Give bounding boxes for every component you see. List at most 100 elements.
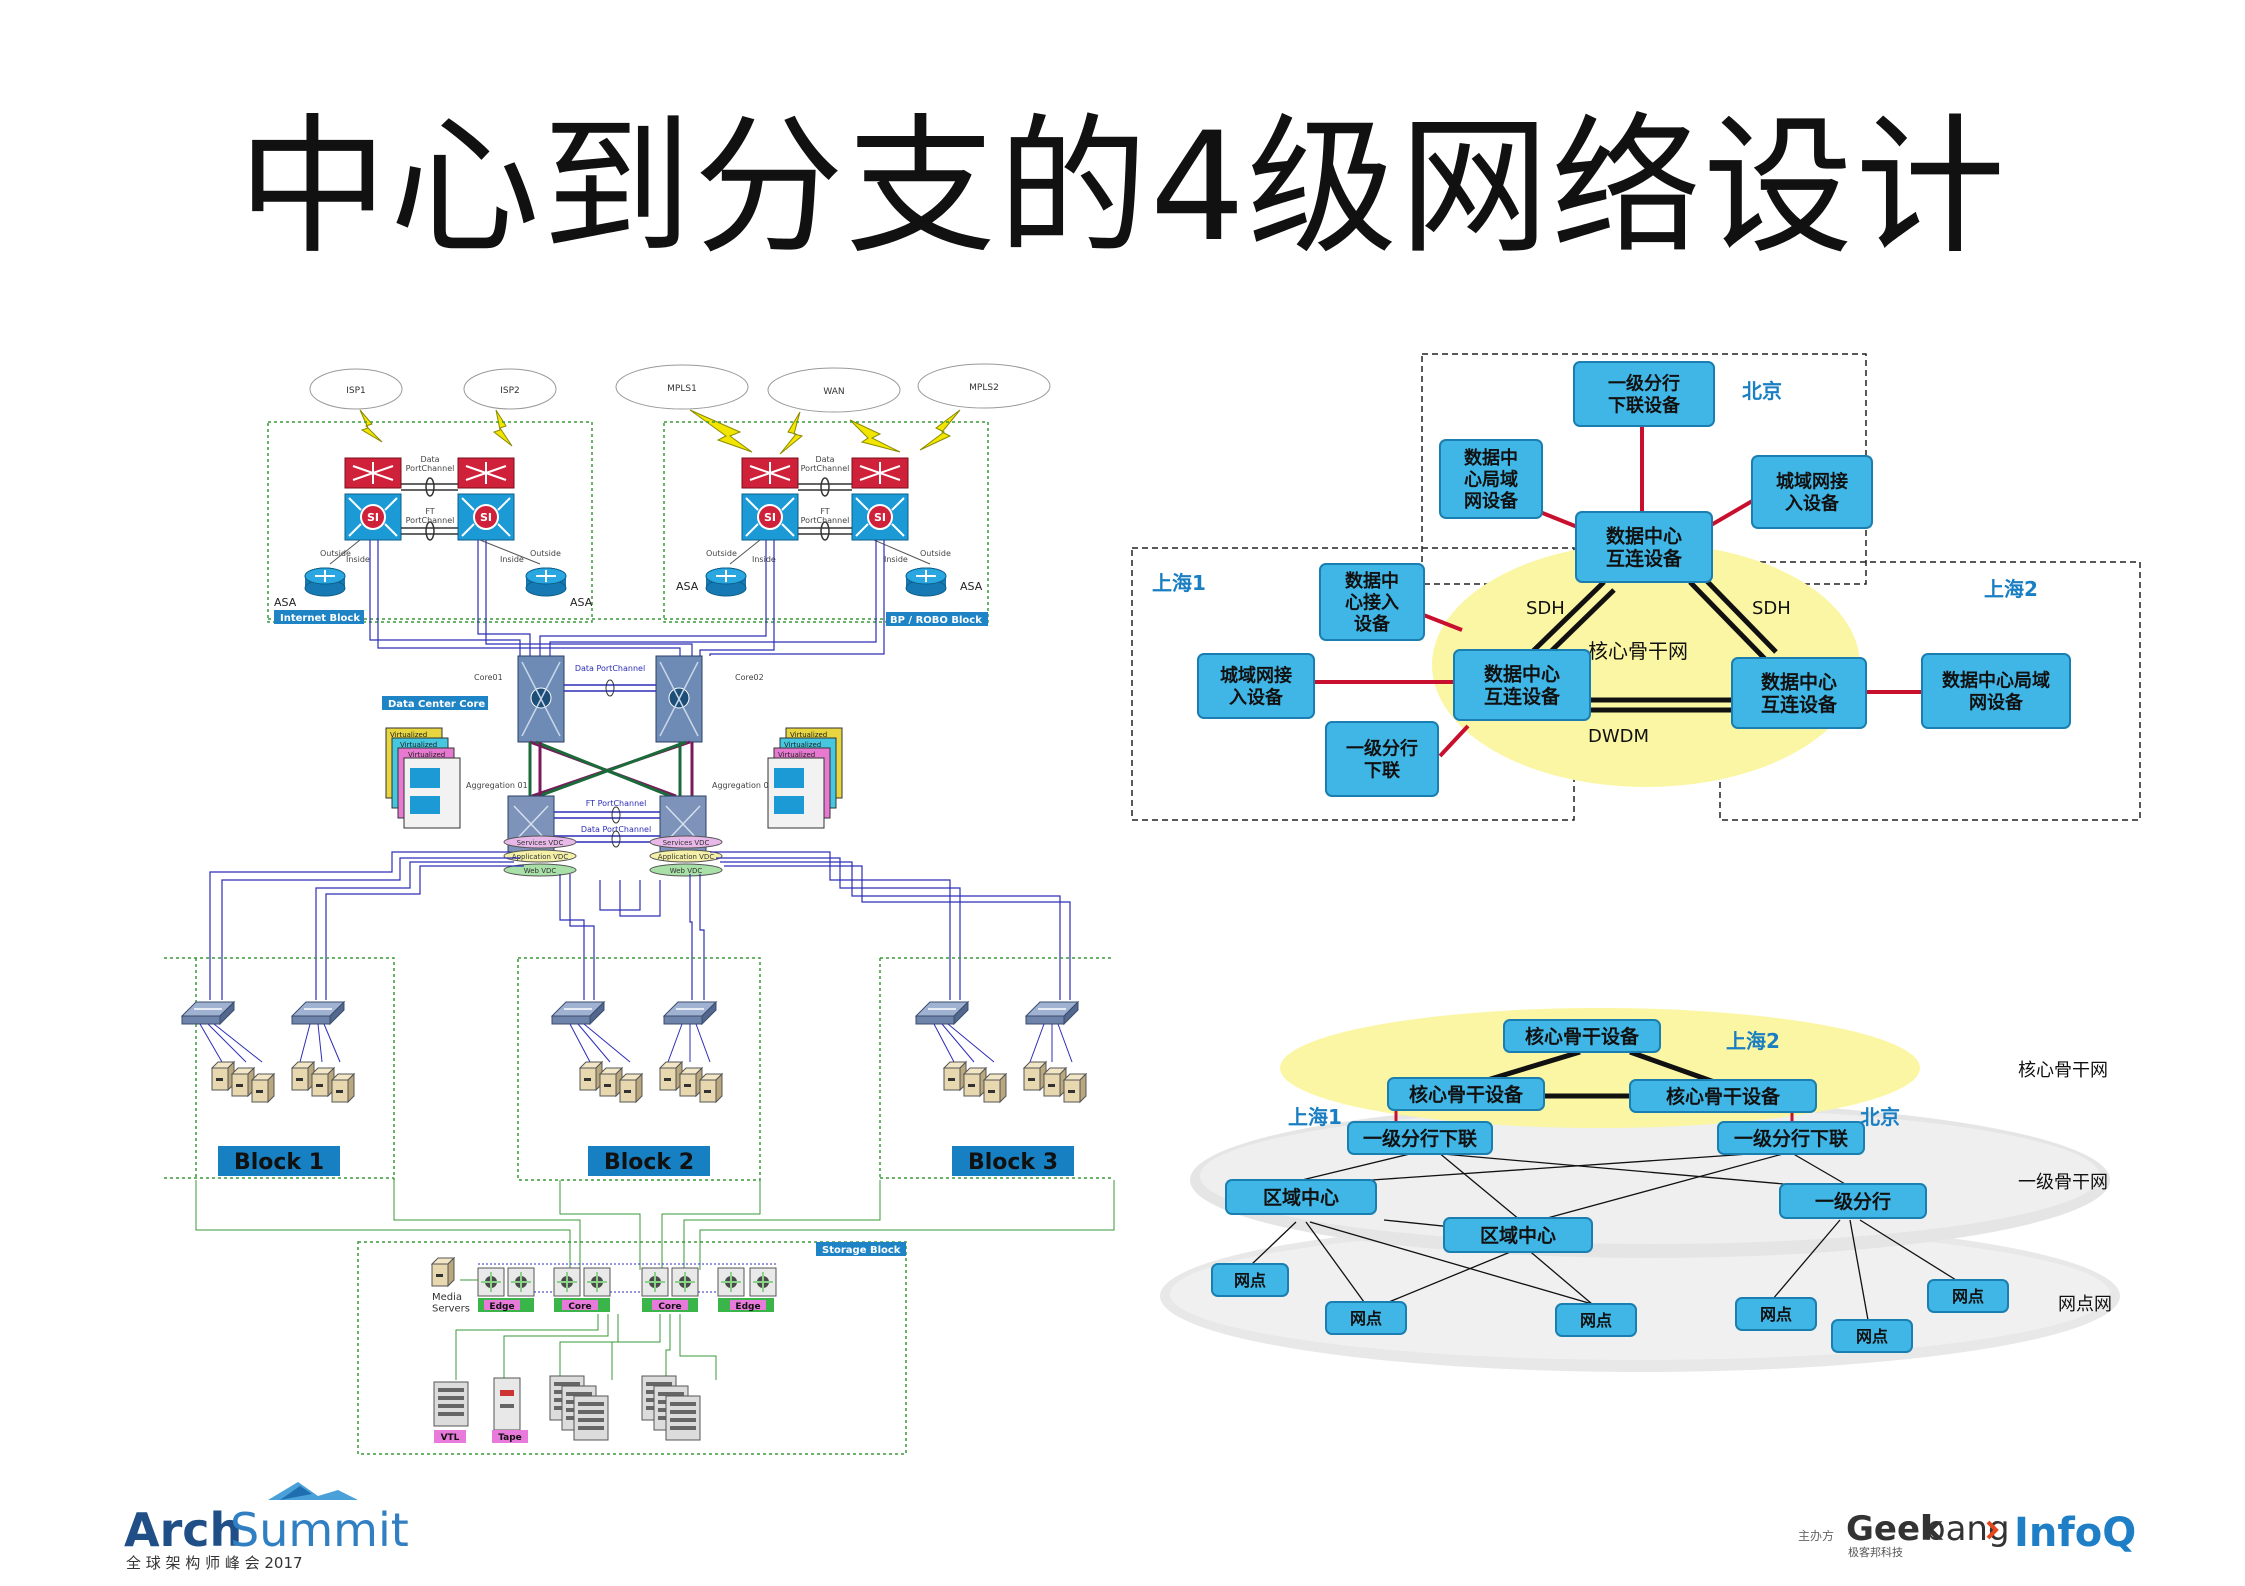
box-sh1-dci: 数据中心互连设备 bbox=[1453, 649, 1591, 721]
ft-portchannel-label: FT PortChannel bbox=[586, 799, 647, 808]
svg-text:Services VDC: Services VDC bbox=[663, 839, 710, 847]
block-label: Block 1 bbox=[218, 1146, 340, 1176]
asa-label: ASA bbox=[960, 580, 983, 593]
box-bj-lan: 数据中心局域网设备 bbox=[1439, 439, 1543, 519]
svg-text:数据中心局域网设备: 数据中心局域网设备 bbox=[1464, 447, 1519, 512]
agg01-label: Aggregation 01 bbox=[466, 781, 528, 790]
svg-text:VTL: VTL bbox=[441, 1433, 460, 1443]
inside-label: Inside bbox=[500, 555, 524, 564]
layer-core-label: 核心骨干网 bbox=[2018, 1060, 2108, 1081]
cloud-label: MPLS2 bbox=[969, 383, 999, 393]
robo-block-label: BP / ROBO Block bbox=[890, 615, 982, 626]
shanghai2-label: 上海2 bbox=[1726, 1029, 1780, 1053]
agg02-label: Aggregation 02 bbox=[712, 781, 774, 790]
beijing-label: 北京 bbox=[1860, 1105, 1900, 1129]
storage-label: Edge bbox=[718, 1298, 774, 1312]
box-sh1-metro: 城域网接入设备 bbox=[1197, 653, 1315, 719]
svg-text:核心骨干设备: 核心骨干设备 bbox=[1525, 1025, 1640, 1048]
svg-text:核心骨干设备: 核心骨干设备 bbox=[1409, 1083, 1524, 1106]
svg-text:一级分行下联: 一级分行下联 bbox=[1734, 1127, 1848, 1150]
node-box: 网点 bbox=[1211, 1263, 1289, 1297]
box-sh2-dci: 数据中心互连设备 bbox=[1731, 657, 1867, 729]
storage-block-label: Storage Block bbox=[822, 1245, 901, 1256]
svg-text:Web VDC: Web VDC bbox=[524, 867, 557, 875]
logo-summit: Summit bbox=[230, 1503, 409, 1557]
svg-text:Tape: Tape bbox=[498, 1433, 522, 1443]
svg-text:极客邦科技: 极客邦科技 bbox=[1848, 1545, 1903, 1559]
box-sh2-lan: 数据中心局域网设备 bbox=[1921, 653, 2071, 729]
svg-text:Edge: Edge bbox=[735, 1302, 760, 1312]
svg-text:Virtualized: Virtualized bbox=[408, 751, 445, 759]
core02-label: Core02 bbox=[735, 673, 764, 682]
sdh-label: SDH bbox=[1752, 598, 1791, 619]
box-bj-branch: 一级分行下联设备 bbox=[1573, 361, 1715, 427]
block-label: Block 3 bbox=[952, 1146, 1074, 1176]
svg-text:Block 3: Block 3 bbox=[968, 1150, 1058, 1175]
svg-text:Block 1: Block 1 bbox=[234, 1150, 324, 1175]
svg-text:Virtualized: Virtualized bbox=[790, 731, 827, 739]
svg-text:一级分行: 一级分行 bbox=[1815, 1190, 1891, 1213]
svg-text:数据中心互连设备: 数据中心互连设备 bbox=[1606, 524, 1683, 570]
box-core-top: 核心骨干设备 bbox=[1503, 1019, 1661, 1053]
virtualized-stack-right: Virtualized Virtualized Virtualized bbox=[767, 727, 843, 829]
svg-text:数据中心互连设备: 数据中心互连设备 bbox=[1761, 670, 1838, 716]
svg-text:区域中心: 区域中心 bbox=[1480, 1224, 1556, 1247]
svg-text:网点: 网点 bbox=[1350, 1309, 1382, 1328]
cloud-wan: WAN bbox=[767, 367, 901, 413]
box-bj-dci: 数据中心互连设备 bbox=[1575, 511, 1713, 583]
svg-text:网点: 网点 bbox=[1234, 1271, 1266, 1290]
region-shanghai2-label: 上海2 bbox=[1984, 577, 2038, 601]
virtualized-stack-left: Virtualized Virtualized Virtualized bbox=[385, 727, 461, 829]
svg-text:网点: 网点 bbox=[1760, 1305, 1792, 1324]
box-sh1-branch: 一级分行下联 bbox=[1325, 721, 1439, 797]
svg-text:Virtualized: Virtualized bbox=[390, 731, 427, 739]
region-shanghai1-label: 上海1 bbox=[1152, 571, 1206, 595]
svg-text:Geek: Geek bbox=[1846, 1509, 1944, 1549]
cloud-isp1: ISP1 bbox=[309, 368, 403, 410]
svg-text:Virtualized: Virtualized bbox=[400, 741, 437, 749]
block-label: Block 2 bbox=[588, 1146, 710, 1176]
vdc-pill: Web VDC bbox=[649, 863, 723, 877]
svg-text:Edge: Edge bbox=[489, 1302, 514, 1312]
asa-label: ASA bbox=[570, 596, 593, 609]
cloud-label: ISP2 bbox=[500, 386, 520, 396]
svg-text:城域网接入设备: 城域网接入设备 bbox=[1220, 665, 1292, 709]
svg-text:一级分行下联: 一级分行下联 bbox=[1346, 738, 1418, 782]
agg-portchannel-label: Data PortChannel bbox=[581, 825, 651, 834]
svg-text:Virtualized: Virtualized bbox=[784, 741, 821, 749]
storage-label: Edge bbox=[478, 1298, 534, 1312]
core-portchannel-label: Data PortChannel bbox=[575, 664, 645, 673]
node-box: 网点 bbox=[1927, 1279, 2009, 1313]
logo-arch: Arch bbox=[124, 1503, 242, 1557]
svg-text:网点: 网点 bbox=[1952, 1287, 1984, 1306]
vtl-label: VTL bbox=[434, 1430, 466, 1443]
box-core-right: 核心骨干设备 bbox=[1629, 1079, 1817, 1113]
box-branch-left: 一级分行下联 bbox=[1347, 1121, 1493, 1155]
cloud-mpls2: MPLS2 bbox=[917, 363, 1051, 409]
svg-text:Block 2: Block 2 bbox=[604, 1150, 694, 1175]
svg-text:网点: 网点 bbox=[1856, 1327, 1888, 1346]
node-box: 网点 bbox=[1831, 1319, 1913, 1353]
node-box: 网点 bbox=[1735, 1297, 1817, 1331]
layer-node-label: 网点网 bbox=[2058, 1294, 2112, 1315]
svg-text:Core: Core bbox=[568, 1302, 591, 1312]
outside-label: Outside bbox=[320, 549, 351, 558]
core01-label: Core01 bbox=[474, 673, 503, 682]
svg-text:核心骨干设备: 核心骨干设备 bbox=[1666, 1085, 1781, 1108]
page-title: 中心到分支的4级网络设计 bbox=[237, 101, 2008, 275]
cloud-label: WAN bbox=[823, 387, 844, 397]
svg-text:Virtualized: Virtualized bbox=[778, 751, 815, 759]
internet-block-label: Internet Block bbox=[280, 613, 360, 624]
inside-label: Inside bbox=[884, 555, 908, 564]
node-box: 网点 bbox=[1325, 1301, 1407, 1335]
svg-text:城域网接入设备: 城域网接入设备 bbox=[1776, 471, 1848, 515]
svg-text:Application VDC: Application VDC bbox=[512, 853, 569, 861]
dc-core-label: Data Center Core bbox=[388, 699, 485, 710]
